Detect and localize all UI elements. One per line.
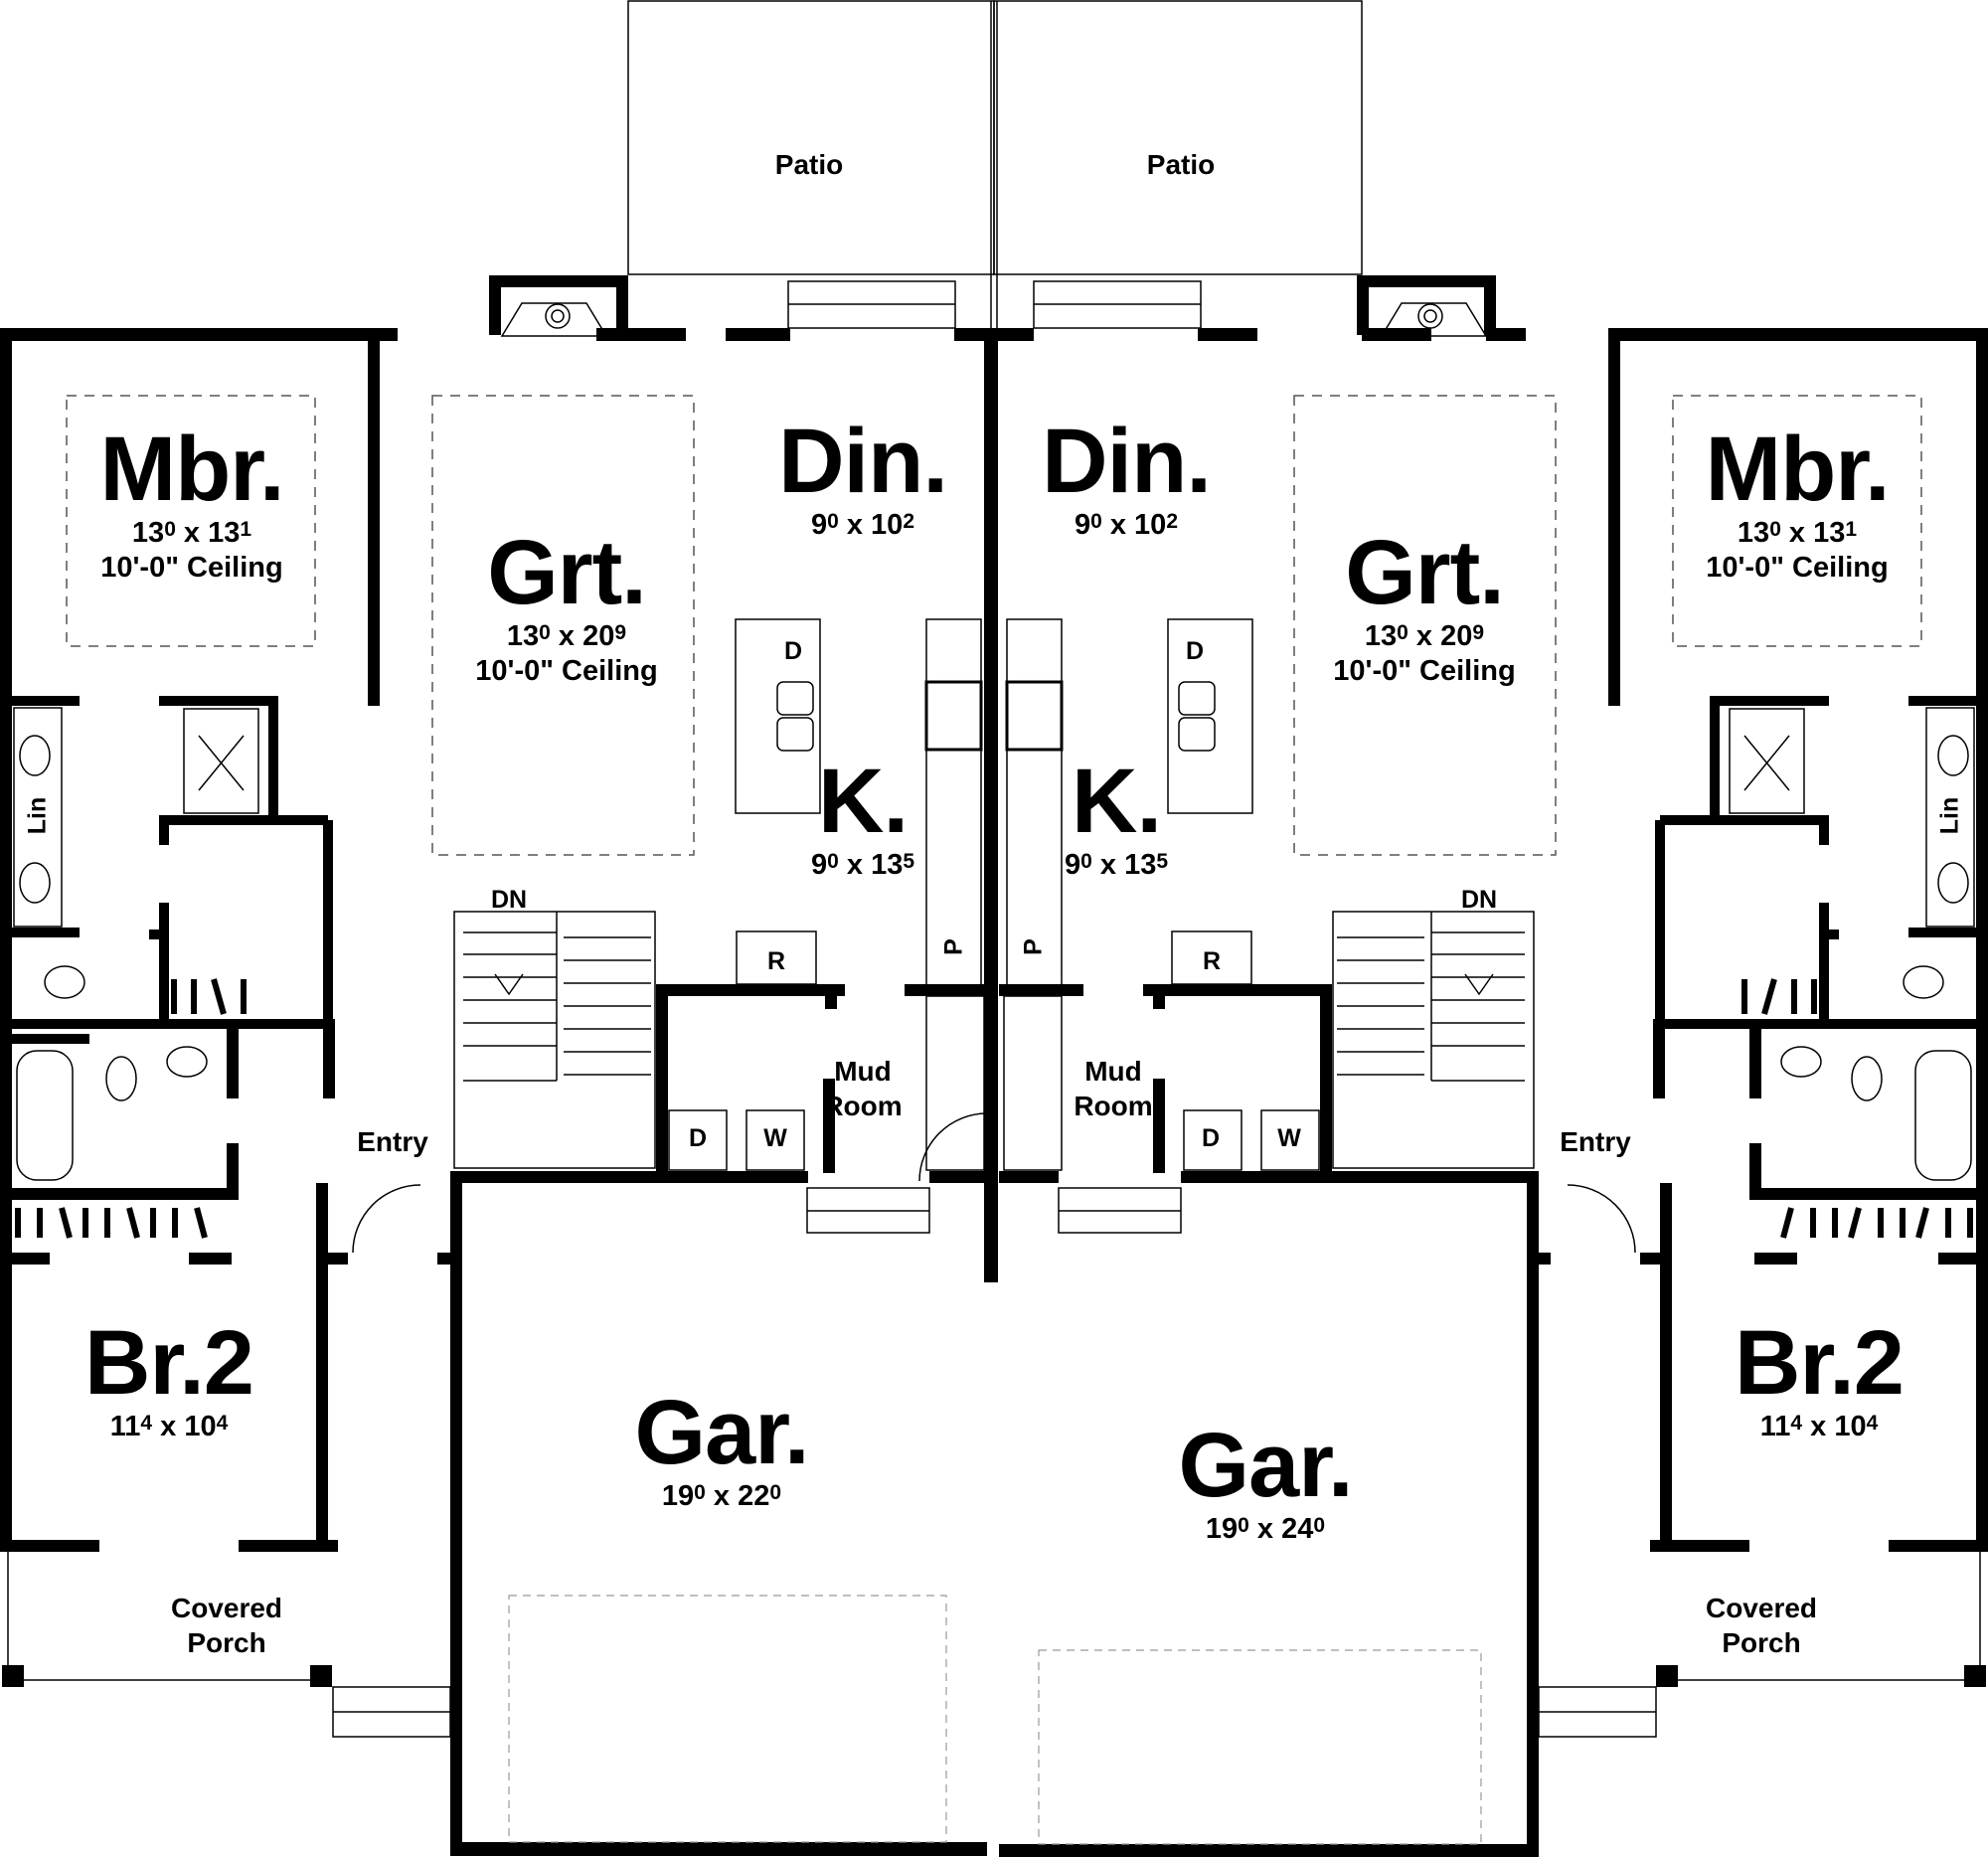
room-label-br2-right: Br.2 114 x 104: [1735, 1312, 1905, 1442]
room-name: Grt.: [1345, 522, 1505, 623]
room-name: K.: [1072, 751, 1162, 852]
ceiling-height: 10'-0" Ceiling: [1706, 552, 1889, 584]
room-dimensions: 130 x 209: [506, 620, 627, 652]
room-label-din-left: Din. 90 x 102: [778, 411, 948, 541]
room-label-kitchen-left: K. 90 x 135: [811, 756, 914, 880]
exterior-walls: [0, 275, 1988, 1857]
patio-outline-right: [993, 0, 1363, 275]
room-label-mbr-right: Mbr. 130 x 131 10'-0" Ceiling: [1705, 419, 1890, 584]
room-dimensions: 130 x 209: [1364, 620, 1485, 652]
stairs-down-label-left: DN: [490, 886, 528, 914]
room-name: Grt.: [487, 522, 647, 623]
ceiling-height: 10'-0" Ceiling: [100, 552, 283, 584]
room-label-kitchen-right: K. 90 x 135: [1065, 756, 1168, 880]
range-counter-left: [925, 618, 982, 988]
linen-label-left: Lin: [23, 796, 52, 835]
patio-label-left: Patio: [774, 149, 844, 180]
linen-label-right: Lin: [1935, 796, 1964, 835]
room-name: Gar.: [634, 1382, 809, 1483]
pantry-label-left: P: [939, 938, 968, 955]
room-name: Din.: [1042, 411, 1212, 512]
tray-ceiling-grt-right: [1293, 395, 1557, 856]
room-name: Din.: [778, 411, 948, 512]
room-name: Br.2: [84, 1312, 254, 1414]
room-name: Gar.: [1178, 1415, 1353, 1516]
dryer-label-left: D: [688, 1124, 708, 1152]
mud-room-label-left: Mud Room: [823, 1056, 903, 1121]
stairs-right: [1332, 911, 1535, 1169]
tray-ceiling-grt-left: [431, 395, 695, 856]
room-label-garage-left: Gar. 190 x 220: [634, 1382, 809, 1512]
room-dimensions: 130 x 131: [131, 517, 252, 549]
covered-porch-label-right: Covered Porch: [1705, 1593, 1818, 1658]
entry-label-right: Entry: [1560, 1126, 1631, 1157]
garage-door-right: [1038, 1649, 1482, 1845]
stairs-down-label-right: DN: [1460, 886, 1498, 914]
stairs-left: [453, 911, 656, 1169]
garage-door-left: [508, 1595, 947, 1843]
ceiling-height: 10'-0" Ceiling: [475, 655, 658, 687]
dishwasher-label-left: D: [783, 637, 803, 665]
mud-room-label-right: Mud Room: [1074, 1056, 1153, 1121]
room-dimensions: 90 x 135: [810, 849, 915, 881]
room-dimensions: 114 x 104: [109, 1411, 229, 1442]
room-label-grt-left: Grt. 130 x 209 10'-0" Ceiling: [475, 527, 657, 686]
room-name: Mbr.: [99, 419, 284, 520]
ceiling-height: 10'-0" Ceiling: [1333, 655, 1516, 687]
patio-label-right: Patio: [1146, 149, 1216, 180]
kitchen-island-right: [1167, 618, 1253, 814]
kitchen-island-left: [735, 618, 821, 814]
cooktop-left: [924, 680, 983, 752]
range-counter-right: [1006, 618, 1063, 988]
room-name: Br.2: [1735, 1312, 1905, 1414]
room-name: Mbr.: [1705, 419, 1890, 520]
washer-label-right: W: [1277, 1124, 1301, 1152]
room-dimensions: 130 x 131: [1737, 517, 1858, 549]
washer-label-left: W: [763, 1124, 787, 1152]
covered-porch-label-left: Covered Porch: [170, 1593, 283, 1658]
dishwasher-label-right: D: [1185, 637, 1205, 665]
room-dimensions: 190 x 240: [1205, 1513, 1326, 1545]
room-dimensions: 90 x 102: [810, 509, 915, 541]
room-name: K.: [818, 751, 909, 852]
room-label-garage-right: Gar. 190 x 240: [1178, 1415, 1353, 1545]
room-dimensions: 190 x 220: [661, 1480, 782, 1512]
room-label-din-right: Din. 90 x 102: [1042, 411, 1212, 541]
room-dimensions: 90 x 135: [1064, 849, 1169, 881]
dryer-label-right: D: [1201, 1124, 1221, 1152]
room-label-mbr-left: Mbr. 130 x 131 10'-0" Ceiling: [99, 419, 284, 584]
pantry-label-right: P: [1019, 938, 1048, 955]
entry-label-left: Entry: [357, 1126, 428, 1157]
room-dimensions: 114 x 104: [1759, 1411, 1879, 1442]
room-label-br2-left: Br.2 114 x 104: [84, 1312, 254, 1442]
room-label-grt-right: Grt. 130 x 209 10'-0" Ceiling: [1333, 527, 1515, 686]
room-dimensions: 90 x 102: [1074, 509, 1179, 541]
cooktop-right: [1005, 680, 1064, 752]
refrigerator-label-left: R: [766, 947, 786, 975]
refrigerator-label-right: R: [1202, 947, 1222, 975]
patio-outline-left: [627, 0, 995, 275]
